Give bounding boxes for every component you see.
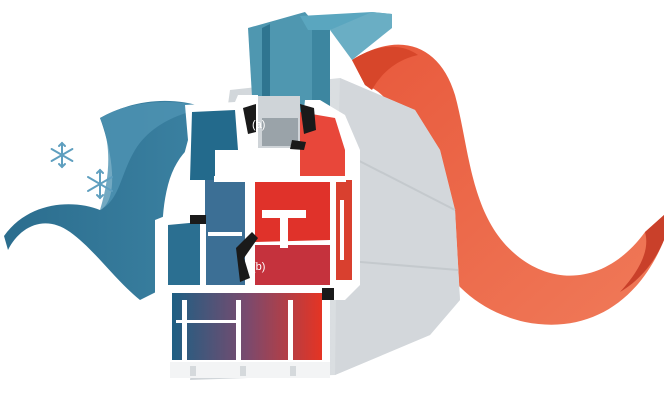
snowflake-icon bbox=[52, 143, 73, 167]
callout-a: (a) bbox=[252, 119, 265, 131]
callout-b: (b) bbox=[252, 261, 265, 273]
